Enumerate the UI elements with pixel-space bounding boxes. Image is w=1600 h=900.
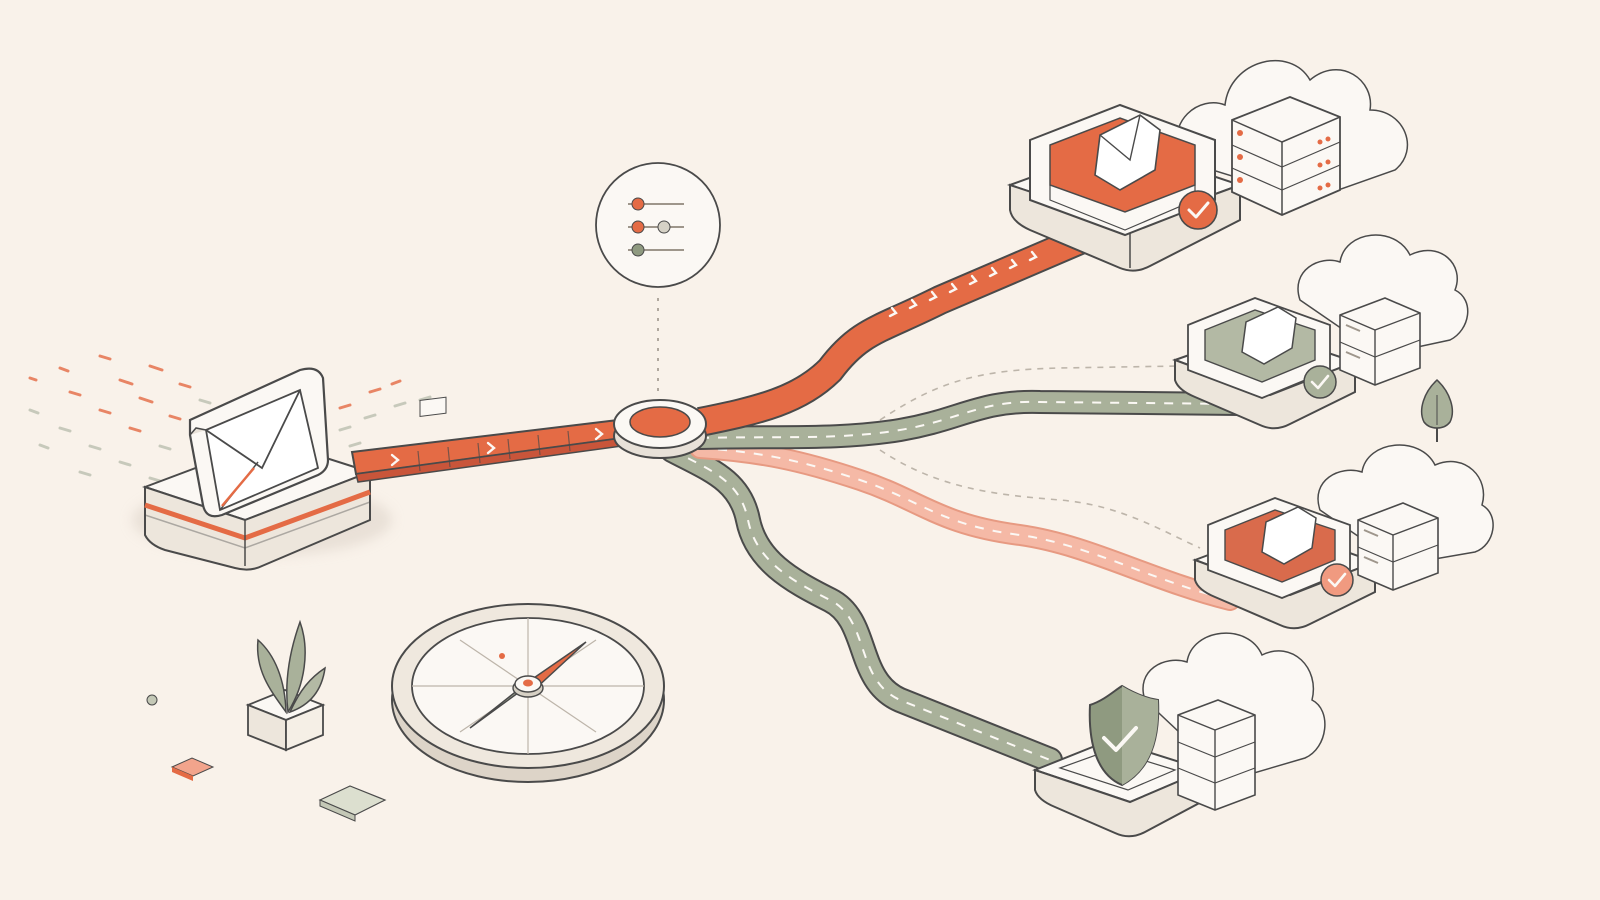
inbox-tray-icon — [1029, 103, 1216, 237]
server-rack-icon — [1357, 502, 1439, 591]
shield-check-icon — [1088, 684, 1160, 787]
filter-sliders-icon — [595, 162, 721, 288]
source-mail-node — [132, 367, 392, 571]
tertiary-route — [689, 437, 1241, 611]
filter-node — [595, 162, 721, 392]
envelope-icon — [188, 367, 330, 518]
checkmark-badge-icon — [1303, 365, 1337, 399]
primary-route — [697, 226, 1086, 437]
inbound-conveyor — [350, 396, 624, 483]
potted-plant-icon — [245, 619, 326, 752]
server-rack-icon — [1339, 297, 1421, 386]
destination-secure — [1032, 632, 1326, 838]
guide-lines — [879, 365, 1201, 549]
destination-inbox-primary — [1006, 59, 1409, 272]
compass-icon — [391, 603, 665, 783]
destination-inbox-tertiary — [1192, 444, 1494, 630]
inbox-tray-icon — [1207, 497, 1351, 599]
router-hub-icon — [613, 399, 707, 459]
decor-tiles — [146, 694, 387, 822]
destination-inbox-secondary — [1172, 234, 1469, 442]
server-rack-icon — [1177, 699, 1256, 811]
secure-route — [659, 437, 1063, 773]
motion-particles — [28, 354, 432, 483]
secondary-route — [688, 389, 1252, 450]
server-rack-icon — [1231, 96, 1341, 216]
tree-icon — [1420, 378, 1454, 442]
checkmark-badge-icon — [1178, 190, 1218, 230]
inbox-tray-icon — [1187, 297, 1331, 399]
checkmark-badge-icon — [1320, 563, 1354, 597]
